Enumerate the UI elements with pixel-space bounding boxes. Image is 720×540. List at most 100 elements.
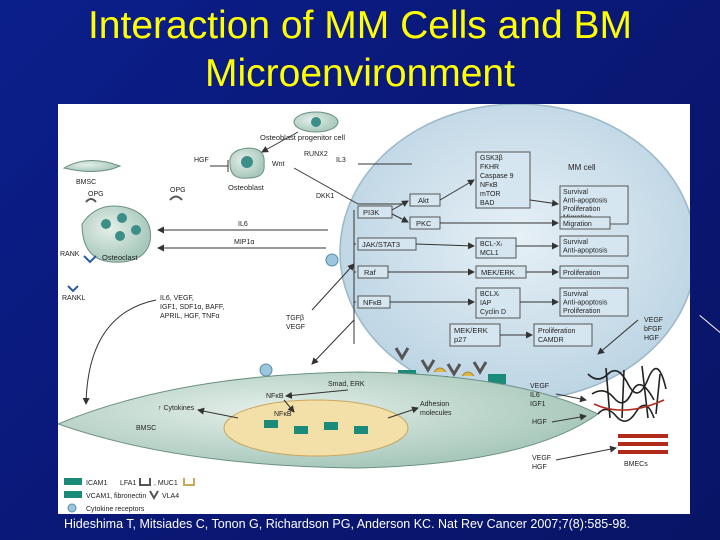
raf-label: Raf xyxy=(364,268,377,277)
lfa1-label: LFA1 xyxy=(120,480,136,487)
rank-symbol xyxy=(83,255,97,264)
mek-p27-label: MEK/ERK p27 xyxy=(454,326,490,344)
outcome-6 xyxy=(533,323,593,347)
hgf-right-label: HGF xyxy=(532,419,547,426)
rankl-symbol xyxy=(67,285,79,293)
icam1-label: ICAM1 xyxy=(86,480,108,487)
il6-label: IL6 xyxy=(238,221,248,228)
rank-label: RANK xyxy=(60,251,80,258)
opg-left-symbol xyxy=(85,198,97,203)
outcome-3 xyxy=(559,235,629,257)
hgf-label: HGF xyxy=(194,157,209,164)
outcome-5-text: Survival Anti-apoptosis Proliferation xyxy=(563,291,609,315)
decorative-line xyxy=(699,315,720,336)
il3-label: IL3 xyxy=(336,157,346,164)
nucleus-dna xyxy=(264,420,368,434)
outcome-4 xyxy=(559,265,629,279)
vcam1-label: VCAM1, fibronectin xyxy=(86,493,146,500)
vla4-label: VLA4 xyxy=(162,493,179,500)
title-line-2: Microenvironment xyxy=(205,52,515,95)
progenitor-label: Osteoblast progenitor cell xyxy=(260,133,345,142)
osteoclast-nucleus xyxy=(117,213,127,223)
muc1-symbol xyxy=(183,478,195,486)
vcam1-swatch xyxy=(64,491,82,498)
cytokine-arrow xyxy=(82,299,157,405)
cytokine-list: IL6, VEGF, IGF1, SDF1α, BAFF, APRIL, HGF… xyxy=(160,295,226,320)
bmsc-bottom-label: BMSC xyxy=(136,425,156,432)
progenitor-nucleus xyxy=(311,117,321,127)
tgf-vegf-label: TGFβ VEGF xyxy=(286,315,306,331)
adhesion-label: Adhesion molecules xyxy=(420,401,452,417)
bcl-mcl-list: BCL-Xₗ MCL1 xyxy=(480,241,504,257)
title-line-1: Interaction of MM Cells and BM xyxy=(87,4,633,47)
akt-targets-box xyxy=(475,151,531,209)
bmsc-top-label: BMSC xyxy=(76,179,96,186)
opg-left-label: OPG xyxy=(88,191,104,198)
runx2-label: RUNX2 xyxy=(304,151,328,158)
bmec-network xyxy=(587,365,667,422)
smad-erk-label: Smad, ERK xyxy=(328,381,365,388)
wnt-label: Wnt xyxy=(272,161,285,168)
bmsc-receptor xyxy=(259,363,273,377)
tgf-arrow xyxy=(311,263,355,311)
akt-label: Akt xyxy=(418,196,430,205)
outcome-2 xyxy=(559,216,611,230)
bcl-mcl-box xyxy=(475,237,517,259)
progenitor-arrow xyxy=(261,131,299,153)
osteoblast-label: Osteoblast xyxy=(228,183,265,192)
bmecs-label: BMECs xyxy=(624,461,648,468)
muc1-label: , MUC1 xyxy=(154,480,178,487)
outcome-4-text: Proliferation xyxy=(563,270,600,277)
pi3k-label: PI3K xyxy=(363,208,379,217)
bmsc-arrows xyxy=(197,389,419,419)
nfkb-targets-list: BCLXₗ IAP Cyclin D xyxy=(480,291,506,316)
mip1a-label: MIP1α xyxy=(234,239,254,246)
right-arrows xyxy=(551,319,639,461)
pathway-boxes: PI3K Akt PKC JAK/STAT3 Raf NFκB MEK/ERK … xyxy=(357,193,527,347)
dkk1-label: DKK1 xyxy=(316,193,334,200)
mek-label: MEK/ERK xyxy=(481,268,515,277)
vla4-symbol xyxy=(149,490,159,501)
pkc-label: PKC xyxy=(416,219,432,228)
bmsc-up-arrow xyxy=(311,319,355,365)
outcome-boxes: Survival Anti-apoptosis Proliferation Mi… xyxy=(533,185,629,347)
bmec-cells xyxy=(618,434,668,454)
mm-cell-label: MM cell xyxy=(568,163,596,172)
bmsc-top-cell xyxy=(62,160,122,172)
osteoblast-nucleus xyxy=(241,156,253,168)
nfkb-targets-box xyxy=(475,287,521,319)
jak-label: JAK/STAT3 xyxy=(362,240,400,249)
nfkb-nucleus-label: NFκB xyxy=(274,411,292,418)
outcome-3-text: Survival Anti-apoptosis xyxy=(563,239,608,255)
dkk1-inhibit xyxy=(293,167,359,205)
nfkb-label: NFκB xyxy=(363,298,382,307)
citation: Hideshima T, Mitsiades C, Tonon G, Richa… xyxy=(64,517,630,531)
osteoclast-nucleus xyxy=(101,219,111,229)
icam1-swatch xyxy=(64,478,82,485)
interaction-diagram: MM cell Osteoblast progenitor cell BMSC … xyxy=(58,104,690,513)
lfa1-symbol xyxy=(139,478,151,486)
diagram-panel: MM cell Osteoblast progenitor cell BMSC … xyxy=(58,104,690,514)
slide-title: Interaction of MM Cells and BM Microenvi… xyxy=(0,2,720,98)
bmsc-nucleus xyxy=(223,399,409,457)
cytokine-receptor-swatch xyxy=(67,503,77,513)
cytokines-up-label: ↑ Cytokines xyxy=(158,405,195,412)
vegf-mid-list: VEGF IL6 IGF1 xyxy=(530,383,551,408)
vegf-right-list: VEGF bFGF HGF xyxy=(644,317,665,342)
opg-mid-symbol xyxy=(169,195,183,201)
mm-receptor xyxy=(325,253,339,267)
rankl-label: RANKL xyxy=(62,295,85,302)
outcome-2-text: Migration xyxy=(563,221,592,228)
osteoclast-nucleus xyxy=(115,231,125,241)
pathway-arrows xyxy=(353,179,559,344)
outcome-5 xyxy=(559,287,629,317)
outcome-6-text: Proliferation CAMDR xyxy=(538,328,577,344)
nfkb-bmsc-label: NFκB xyxy=(266,393,284,400)
legend: ICAM1 LFA1 , MUC1 VCAM1, fibronectin VLA… xyxy=(64,478,195,513)
osteoclast-nucleus xyxy=(131,225,141,235)
cytokine-receptors-label: Cytokine receptors xyxy=(86,506,145,513)
vegf-hgf-bottom-list: VEGF HGF xyxy=(532,455,553,471)
osteoclast-label: Osteoclast xyxy=(102,253,138,262)
pi3k-box xyxy=(357,205,393,219)
opg-mid-label: OPG xyxy=(170,187,186,194)
